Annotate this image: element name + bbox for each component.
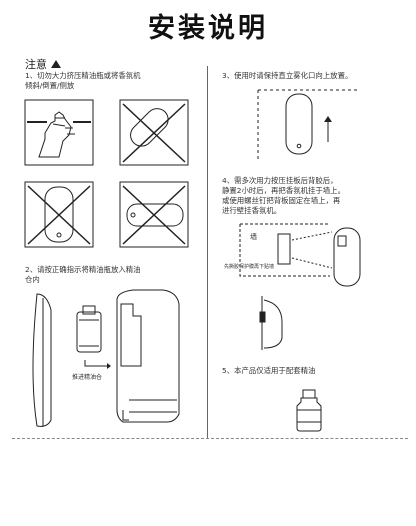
tilted-device-illustration [119,99,189,166]
column-divider [207,66,208,438]
step2-text: 2、请按正确指示将精油瓶放入精油 仓内 [25,265,141,285]
tape-label: 先撕胶保护膜再下贴墙 [224,264,275,270]
step4-line4: 进行壁挂香氛机。 [222,206,282,215]
step1-illustrations [24,99,189,248]
squeeze-bottle-illustration [24,99,94,166]
step1-line2: 倾斜/倒置/侧放 [25,81,75,90]
device-side-view [32,293,52,427]
mounted-side-view [263,299,283,349]
wall-label: 墙 [250,233,257,241]
step5-oil-bottle-illustration [296,389,322,432]
cut-line [12,438,408,439]
upright-device [285,93,313,155]
warning-triangle-icon [51,60,61,68]
step4-line3: 或使用螺丝钉把背板固定在墙上，再 [222,196,341,205]
oil-bottle [76,311,102,353]
side-lying-device-illustration [119,181,189,248]
step3-illustration [257,89,358,162]
step4-text: 4、需多次用力按压挂板后背胶后， 静置2小时后，再把香氛机挂于墙上。 或使用螺丝… [222,176,345,216]
step1-text: 1、切勿大力挤压精油瓶或将香氛机 倾斜/倒置/侧放 [25,71,141,91]
notice-heading: 注意 [25,56,61,72]
step4-line2: 静置2小时后，再把香氛机挂于墙上。 [222,186,345,195]
notice-label: 注意 [25,58,47,71]
step1-line1: 1、切勿大力挤压精油瓶或将香氛机 [25,71,141,80]
step5-line1: 5、本产品仅适用于配套精油 [222,366,316,375]
step4-line1: 4、需多次用力按压挂板后背胶后， [222,176,338,185]
step4-illustration [239,223,361,350]
step2-line2: 仓内 [25,275,40,284]
step3-text: 3、使用时请保持直立雾化口向上放置。 [222,71,352,81]
push-arrow-icon [107,363,111,369]
push-label: 推进精油仓 [72,374,103,381]
upside-down-device-illustration [24,181,94,248]
device-open-cabinet [116,289,180,423]
up-arrow-icon [324,116,332,122]
wall-mounted-device [333,227,361,287]
wall-bracket [277,233,291,265]
push-arrow-line [84,360,109,367]
step2-illustration [32,289,180,427]
step3-line1: 3、使用时请保持直立雾化口向上放置。 [222,71,353,80]
step2-line1: 2、请按正确指示将精油瓶放入精油 [25,265,141,274]
page-title: 安装说明 [148,13,268,44]
step5-text: 5、本产品仅适用于配套精油 [222,366,315,376]
